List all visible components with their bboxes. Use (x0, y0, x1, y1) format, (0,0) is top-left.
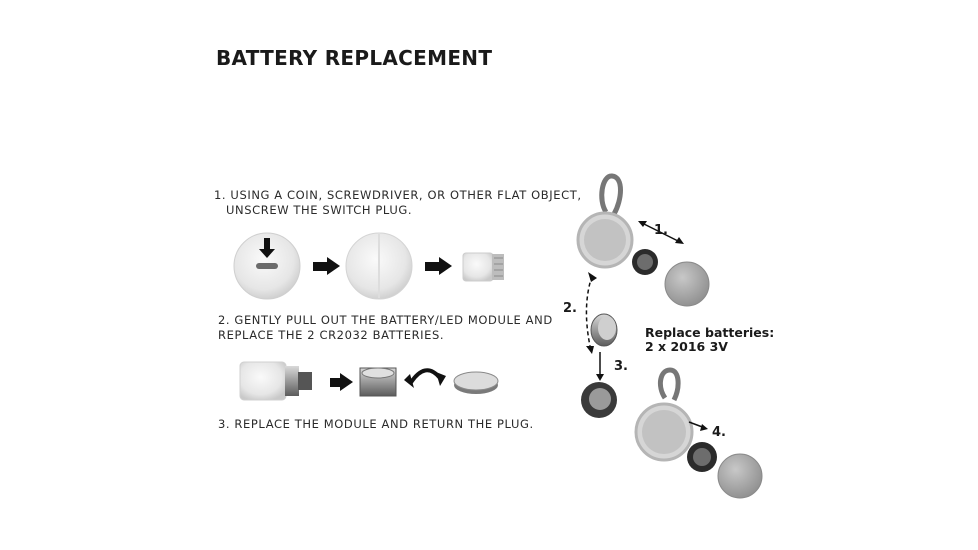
swap-arrow-icon (404, 368, 446, 388)
cover-cap-icon (664, 261, 710, 307)
cover-cap-icon (717, 453, 763, 499)
battery-icon (453, 371, 499, 394)
diagram-label-1: 1. (654, 223, 668, 238)
battery-module-icon (359, 367, 397, 397)
led-module-icon (239, 361, 312, 401)
arrow-step-1-icon (638, 221, 684, 244)
step-1-line-1: 1. USING A COIN, SCREWDRIVER, OR OTHER F… (214, 188, 582, 202)
arrow-step-4-icon (688, 421, 708, 431)
page-title: BATTERY REPLACEMENT (216, 46, 493, 70)
clip-light-icon (576, 173, 634, 269)
arrow-step-2-icon (585, 272, 597, 354)
led-module-icon (632, 249, 658, 275)
battery-note-line-2: 2 x 2016 3V (645, 339, 728, 354)
diagram-label-3: 3. (614, 359, 628, 374)
instruction-step-3: 3. REPLACE THE MODULE AND RETURN THE PLU… (218, 417, 534, 432)
instruction-step-1: 1. USING A COIN, SCREWDRIVER, OR OTHER F… (214, 188, 582, 218)
diagram-label-4: 4. (712, 425, 726, 440)
right-arrow-icon (425, 257, 452, 275)
switch-plug-side-icon (462, 252, 504, 282)
battery-note: Replace batteries: 2 x 2016 3V (645, 326, 774, 354)
instruction-step-2: 2. GENTLY PULL OUT THE BATTERY/LED MODUL… (218, 313, 553, 343)
right-arrow-icon (330, 373, 353, 391)
battery-module-icon (581, 382, 617, 418)
step-2-line-1: 2. GENTLY PULL OUT THE BATTERY/LED MODUL… (218, 313, 553, 327)
battery-icon (590, 313, 618, 347)
right-arrow-icon (313, 257, 340, 275)
arrow-step-3-icon (596, 352, 604, 381)
step-3-line-1: 3. REPLACE THE MODULE AND RETURN THE PLU… (218, 417, 534, 431)
down-arrow-icon (259, 238, 275, 258)
clip-light-icon (634, 367, 694, 462)
led-dome-icon (345, 232, 413, 300)
switch-plug-icon (233, 232, 301, 300)
led-module-icon (687, 442, 717, 472)
diagram-label-2: 2. (563, 301, 577, 316)
step-2-line-2: REPLACE THE 2 CR2032 BATTERIES. (218, 328, 445, 342)
step-1-line-2: UNSCREW THE SWITCH PLUG. (226, 203, 413, 217)
battery-note-line-1: Replace batteries: (645, 325, 775, 340)
